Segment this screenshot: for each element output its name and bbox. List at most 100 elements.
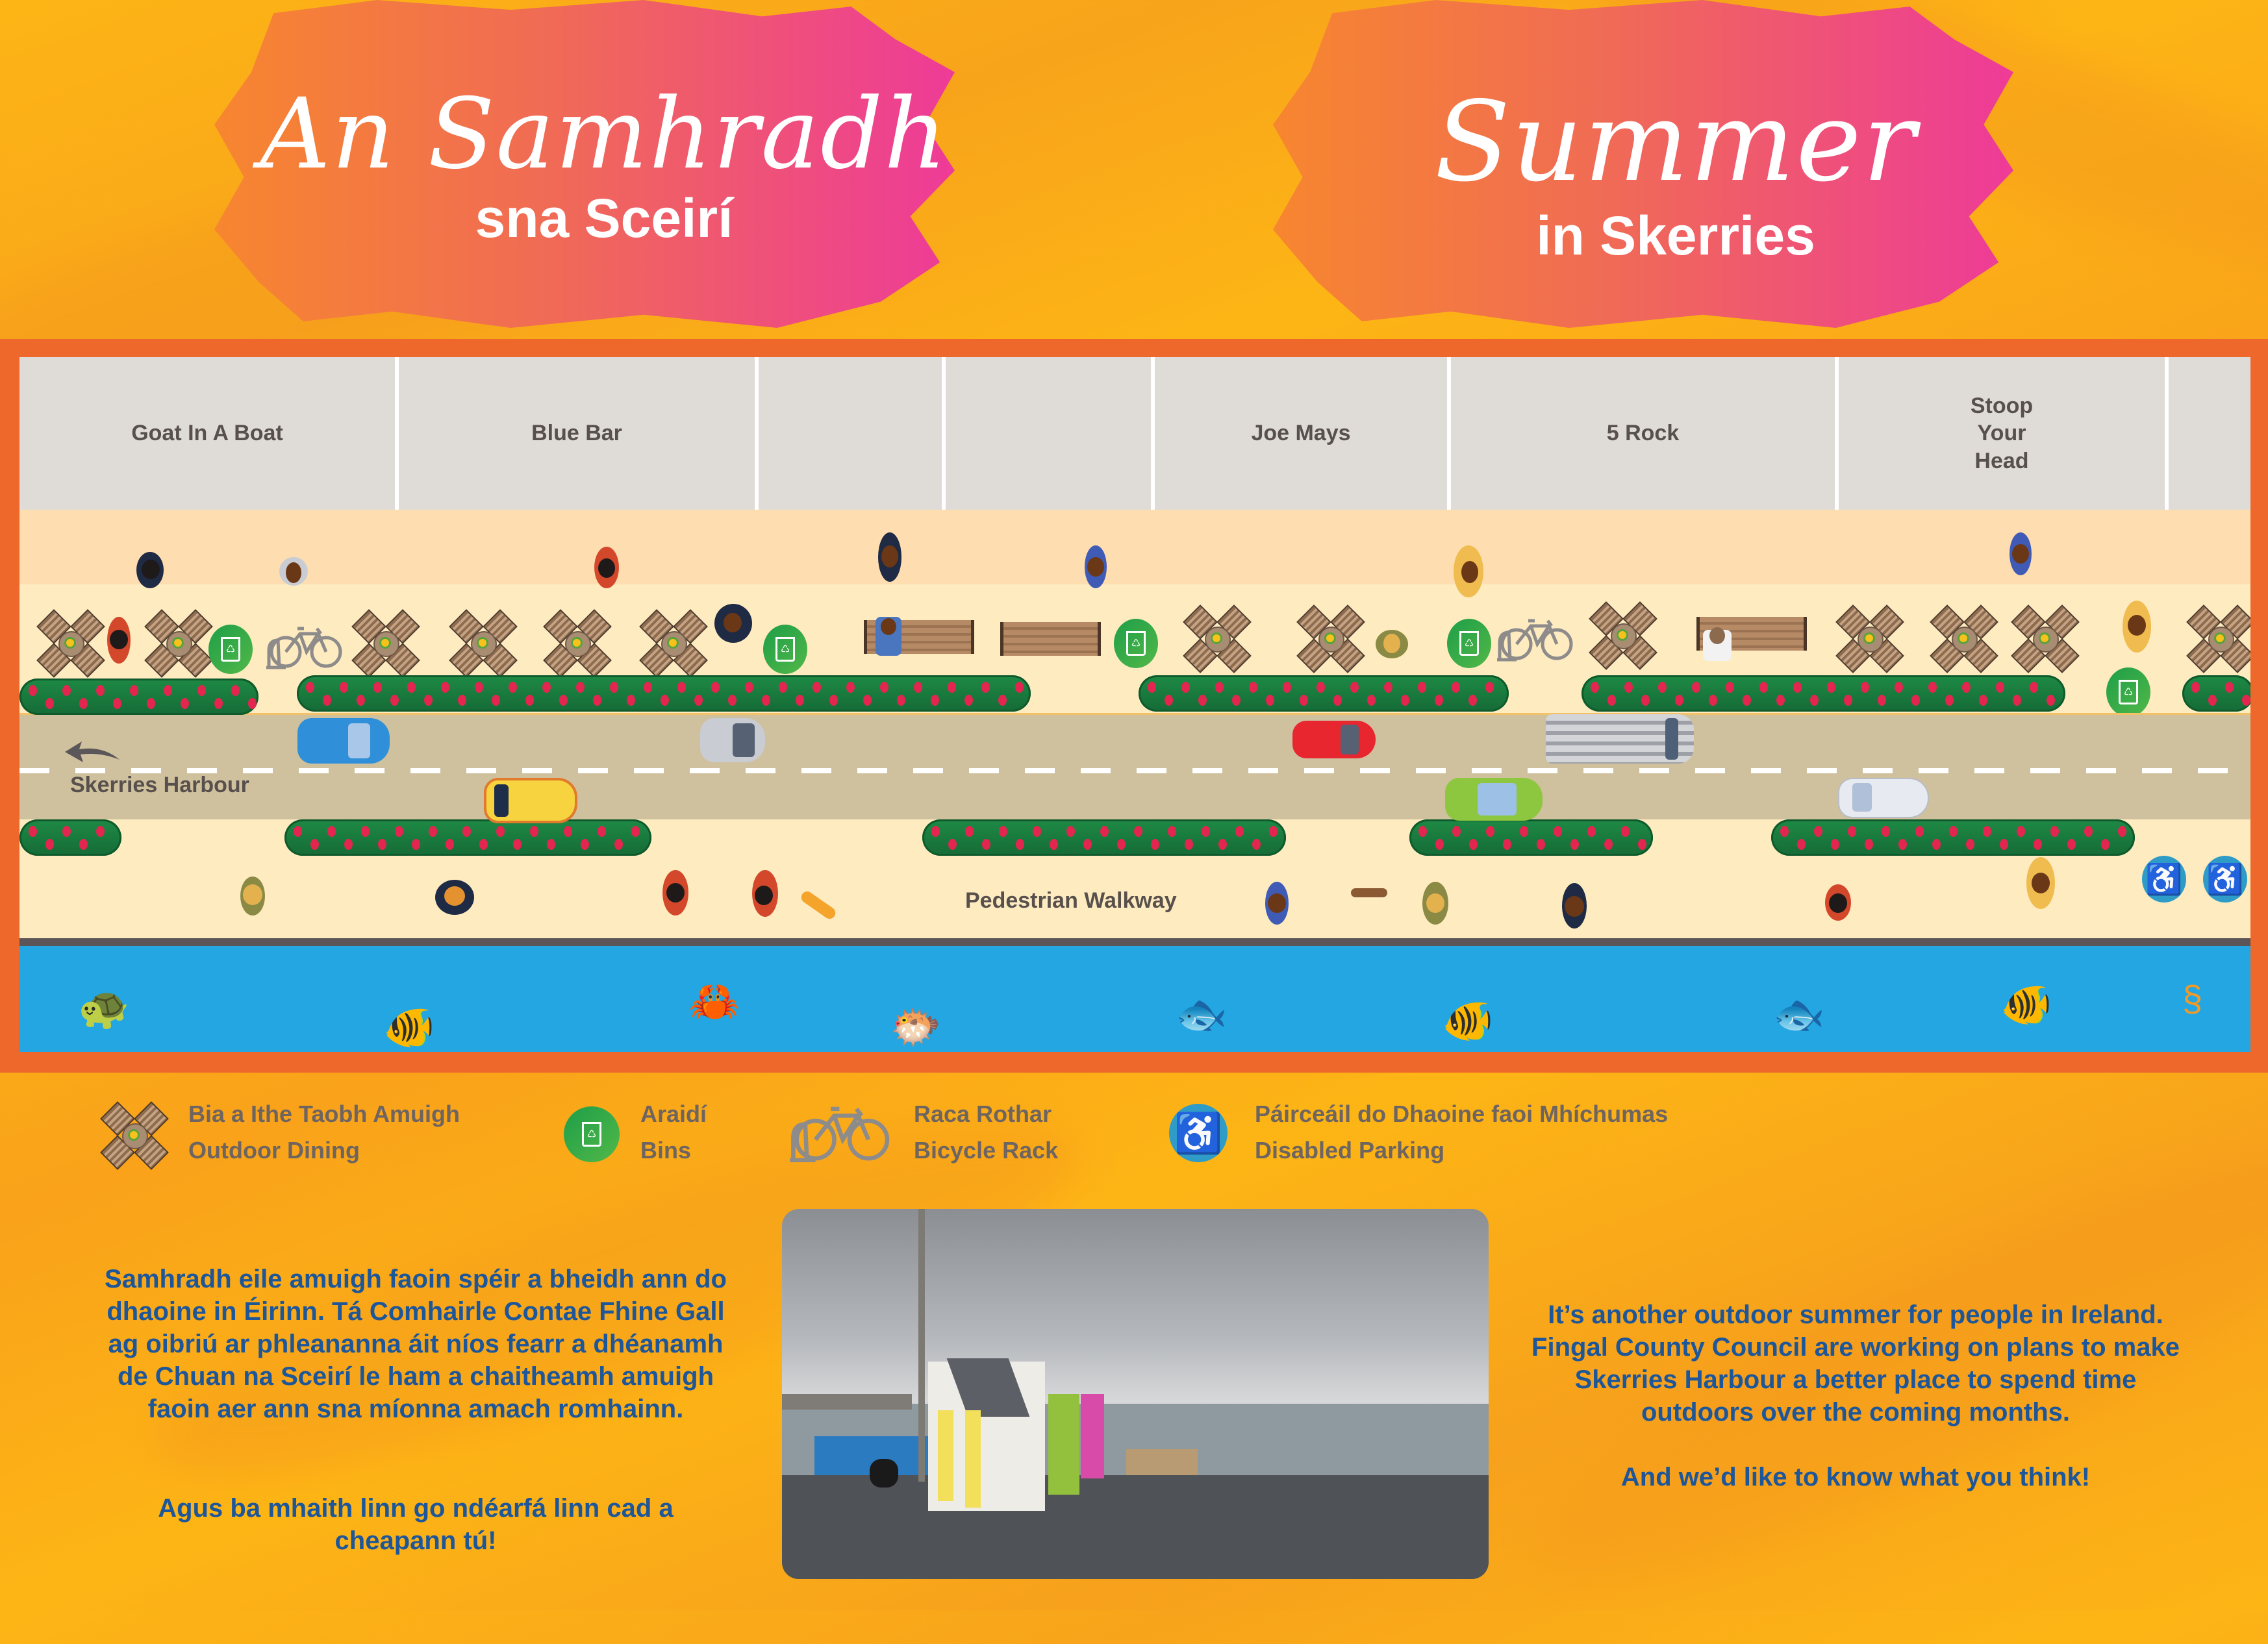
lane-dash <box>2086 768 2116 773</box>
flower <box>197 685 206 696</box>
flower <box>627 695 635 706</box>
flower <box>1932 839 1941 850</box>
flower <box>1015 682 1024 693</box>
upper-sidewalk <box>19 510 2250 584</box>
bin-icon: ♺ <box>1447 619 1491 668</box>
pedestrian <box>1376 630 1408 658</box>
bench <box>1000 622 1101 656</box>
pedestrian <box>1085 545 1107 588</box>
flower <box>525 695 534 706</box>
outdoor-dining-icon <box>2011 604 2080 673</box>
photo-door <box>938 1410 953 1501</box>
flower <box>1915 826 1924 837</box>
flower <box>1554 826 1562 837</box>
flower <box>2034 839 2042 850</box>
flower <box>1469 839 1478 850</box>
flower <box>610 682 618 693</box>
lane-dash <box>243 768 273 773</box>
flower <box>1185 839 1193 850</box>
street-map-frame: Goat In A Boat Blue Bar Joe Mays 5 Rock … <box>0 339 2268 1073</box>
pedestrian <box>1562 883 1587 928</box>
outdoor-dining-icon <box>36 609 105 678</box>
flower <box>581 839 589 850</box>
outdoor-dining-icon <box>144 609 213 678</box>
english-title-sub: in Skerries <box>1536 205 1815 266</box>
lane-dash <box>355 768 384 773</box>
flower <box>1485 682 1494 693</box>
flower <box>513 839 522 850</box>
flower <box>340 682 348 693</box>
flower <box>542 682 551 693</box>
english-paragraph-1: It’s another outdoor summer for people i… <box>1531 1301 2180 1426</box>
flower <box>1962 682 1971 693</box>
flower <box>598 826 606 837</box>
storefront-label: Goat In A Boat <box>131 421 283 446</box>
lane-dash <box>690 768 720 773</box>
legend-irish: Araidí <box>640 1101 707 1127</box>
flower <box>1898 839 1907 850</box>
walkway-label: Pedestrian Walkway <box>965 888 1177 913</box>
lane-dash <box>801 768 831 773</box>
lane-dash <box>1807 768 1837 773</box>
storefront-label: 5 Rock <box>1606 421 1680 446</box>
bicycle-rack-icon <box>790 1106 890 1163</box>
flower <box>1252 839 1261 850</box>
flower <box>1520 826 1528 837</box>
flower <box>1168 826 1176 837</box>
legend-irish: Raca Rothar <box>914 1101 1052 1127</box>
lane-dash <box>1919 768 1948 773</box>
flower <box>1401 695 1409 706</box>
bicycle-rack-icon <box>1497 619 1573 662</box>
flower <box>1165 695 1173 706</box>
flower <box>762 695 770 706</box>
flower <box>1198 695 1207 706</box>
flower <box>1928 682 1937 693</box>
flower <box>2101 839 2110 850</box>
flower <box>948 839 957 850</box>
flower <box>1911 695 1920 706</box>
car-silver <box>700 718 765 762</box>
flower <box>496 826 505 837</box>
lane-dash <box>19 768 49 773</box>
flower <box>1624 682 1633 693</box>
flower <box>745 682 753 693</box>
lane-dash <box>969 768 999 773</box>
flower-hedge <box>1771 819 2135 856</box>
flower <box>294 826 302 837</box>
lane-dash <box>187 768 217 773</box>
flower <box>1726 682 1734 693</box>
lane-dash <box>75 768 105 773</box>
flower <box>1743 695 1751 706</box>
flower <box>1151 839 1159 850</box>
flower <box>1797 839 1806 850</box>
flower <box>948 682 956 693</box>
flower <box>965 826 974 837</box>
flower <box>779 682 787 693</box>
flower <box>1486 826 1494 837</box>
outdoor-dining-icon <box>1589 601 1657 670</box>
flower <box>79 839 88 850</box>
flower <box>1148 682 1156 693</box>
flower <box>62 685 71 696</box>
flower-hedge <box>2182 675 2250 712</box>
storefront-label: Joe Mays <box>1251 421 1351 446</box>
flower <box>231 685 240 696</box>
lane-dash <box>1583 768 1613 773</box>
flower <box>564 826 572 837</box>
photo-pole <box>918 1209 925 1482</box>
flower-hedge <box>1581 675 2065 712</box>
photo-dog <box>870 1459 898 1488</box>
flower <box>2017 826 2025 837</box>
flower <box>1607 695 1616 706</box>
van-silver <box>1546 714 1694 764</box>
flower <box>130 685 138 696</box>
seated-person <box>1703 627 1732 661</box>
flower <box>2242 695 2250 706</box>
pedestrian-with-dog <box>1422 882 1448 925</box>
storefront-divider <box>755 357 759 513</box>
flower <box>310 839 319 850</box>
goldfish-icon: 🐟 <box>1176 991 1228 1038</box>
flower <box>181 698 189 709</box>
